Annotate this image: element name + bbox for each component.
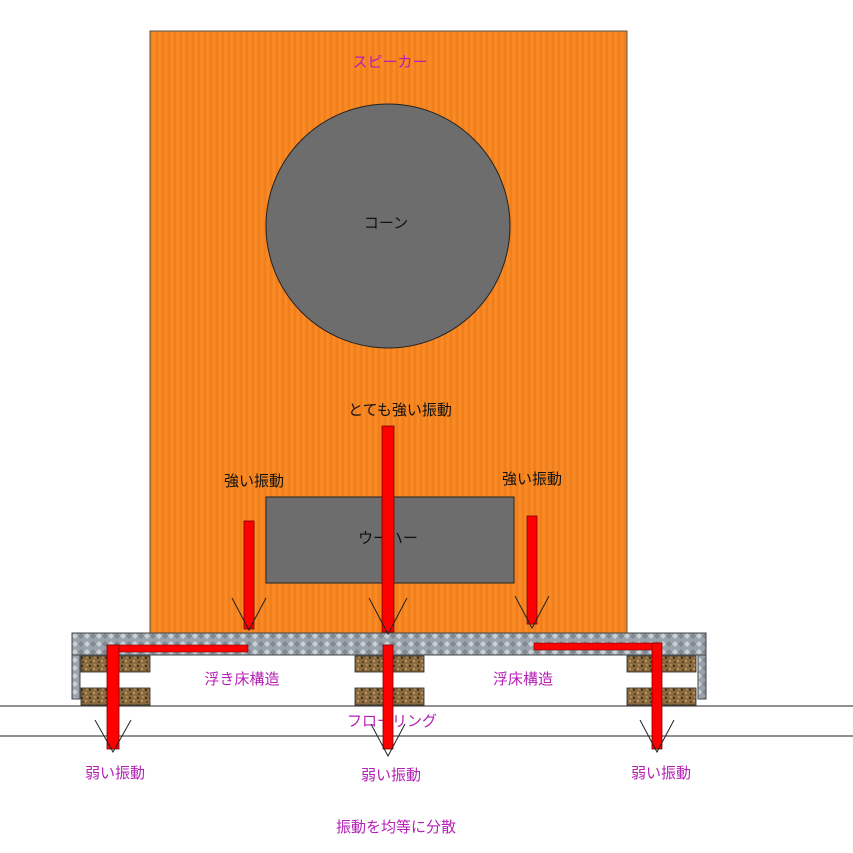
caption: 振動を均等に分散 xyxy=(336,818,456,836)
right-arrow-shaft xyxy=(526,515,538,625)
right-down-shaft xyxy=(651,642,663,750)
very-strong-vibration-label: とても強い振動 xyxy=(348,401,452,419)
left-arrow-shaft xyxy=(243,520,255,630)
vibration-arrows xyxy=(94,425,675,758)
weak-vibration-left-label: 弱い振動 xyxy=(85,764,145,782)
cone xyxy=(265,103,511,349)
strong-vibration-left-label: 強い振動 xyxy=(224,472,284,490)
cone-label: コーン xyxy=(364,214,408,232)
left-down-head xyxy=(94,719,132,754)
right-distribution-bar xyxy=(533,642,662,651)
right-arrow-head xyxy=(514,595,550,630)
weak-vibration-center-label: 弱い振動 xyxy=(361,766,421,784)
strong-vibration-right-label: 強い振動 xyxy=(502,470,562,488)
center-arrow-head xyxy=(368,597,408,636)
floating-floor-left-label: 浮き床構造 xyxy=(204,670,279,688)
center-down-shaft xyxy=(382,644,394,750)
left-arrow-head xyxy=(231,597,267,632)
center-arrow-shaft xyxy=(381,425,395,633)
floating-floor-right-label: 浮床構造 xyxy=(493,670,553,688)
left-distribution-bar xyxy=(106,644,249,653)
right-down-head xyxy=(639,719,675,754)
speaker-label: スピーカー xyxy=(352,53,427,71)
center-down-head xyxy=(370,723,406,758)
left-down-shaft xyxy=(106,644,120,750)
weak-vibration-right-label: 弱い振動 xyxy=(631,764,691,782)
